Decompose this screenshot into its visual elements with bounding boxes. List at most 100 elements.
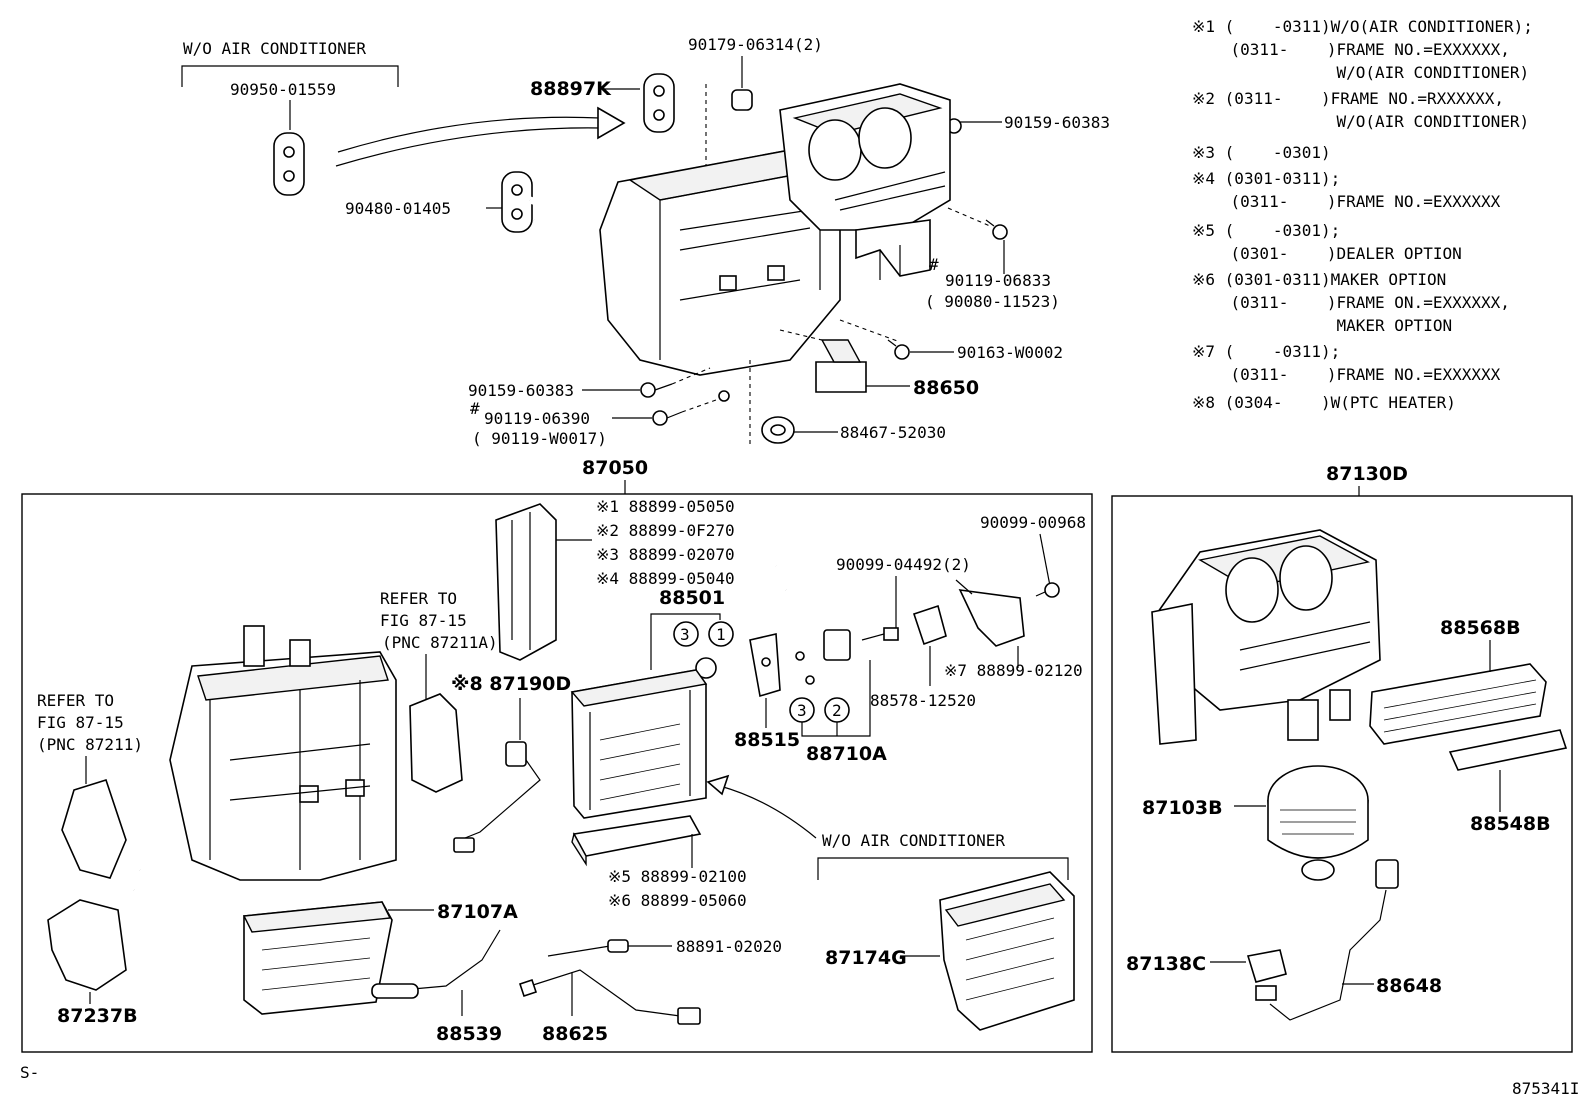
grommet-90480-01405 xyxy=(501,171,533,233)
wo-ac-top-label: W/O AIR CONDITIONER xyxy=(183,39,366,58)
label-s5: ※5 88899-02100 xyxy=(608,867,747,886)
label-87107a: 87107A xyxy=(437,901,518,923)
hash-a: # xyxy=(929,255,939,274)
label-88501: 88501 xyxy=(659,587,725,609)
circle-2: 2 xyxy=(832,701,842,720)
note-line: W/O(AIR CONDITIONER) xyxy=(1192,63,1529,82)
screw-90119-06390 xyxy=(652,410,683,426)
ptc-heater-87190d xyxy=(453,741,541,853)
label-88548b: 88548B xyxy=(1470,813,1551,835)
footer-right-code: 875341I xyxy=(1512,1079,1579,1098)
label-s3: ※3 88899-02070 xyxy=(596,545,735,564)
refer-a-line1: REFER TO xyxy=(380,589,457,608)
note-line: (0301- )DEALER OPTION xyxy=(1192,244,1462,263)
case-87174g xyxy=(939,871,1075,1031)
grommet-88897k xyxy=(643,73,675,133)
bracket-88578-12520 xyxy=(912,604,947,646)
label-88515: 88515 xyxy=(734,729,800,751)
label-90099-04492: 90099-04492(2) xyxy=(836,555,971,574)
label-88710a: 88710A xyxy=(806,743,887,765)
notes-list: ※1 ( -0311)W/O(AIR CONDITIONER); (0311- … xyxy=(1192,17,1533,412)
circle-3a: 3 xyxy=(680,625,690,644)
note-line: ※4 (0301-0311); xyxy=(1192,169,1340,188)
case-half-88899 xyxy=(495,503,557,661)
note-line: W/O(AIR CONDITIONER) xyxy=(1192,112,1529,131)
blower-motor-87103b xyxy=(1267,765,1369,881)
circle-3b: 3 xyxy=(797,701,807,720)
evaporator-88501 xyxy=(570,669,708,819)
screw-90163-w0002 xyxy=(887,339,910,360)
resistor-87138c xyxy=(1246,949,1287,1001)
label-90163-w0002: 90163-W0002 xyxy=(957,343,1063,362)
blower-unit-87130d xyxy=(1151,529,1381,745)
note-line: (0311- )FRAME NO.=EXXXXXX xyxy=(1192,365,1501,384)
screw-90099-00968 xyxy=(1035,582,1060,598)
clip-90179-06314 xyxy=(731,89,753,111)
label-88539: 88539 xyxy=(436,1023,502,1045)
sensor-88891-02020 xyxy=(547,939,629,957)
label-87190d: ※8 87190D xyxy=(451,673,571,695)
expansion-valve-88515 xyxy=(749,633,781,698)
label-88650: 88650 xyxy=(913,377,979,399)
note-line: MAKER OPTION xyxy=(1192,316,1452,335)
label-s6: ※6 88899-05060 xyxy=(608,891,747,910)
label-90119-w0017: ( 90119-W0017) xyxy=(472,429,607,448)
heater-core-87107a xyxy=(132,866,393,1015)
harness-88648 xyxy=(1269,859,1399,1021)
wo-ac-bracket xyxy=(181,65,399,87)
label-88897k: 88897K xyxy=(530,78,612,100)
refer-a-line2: FIG 87-15 xyxy=(380,611,467,630)
label-90159-60383-b: 90159-60383 xyxy=(468,381,574,400)
grommet-88467-52030 xyxy=(761,416,795,444)
label-88578-12520: 88578-12520 xyxy=(870,691,976,710)
sensor-88625 xyxy=(518,969,701,1025)
label-90119-06833: 90119-06833 xyxy=(945,271,1051,290)
hash-b: # xyxy=(470,399,480,418)
note-line: (0311- )FRAME ON.=EXXXXXX, xyxy=(1192,293,1510,312)
label-90099-00968: 90099-00968 xyxy=(980,513,1086,532)
label-88625: 88625 xyxy=(542,1023,608,1045)
label-87174g: 87174G xyxy=(825,947,907,969)
duct-87211a xyxy=(409,693,463,793)
pipe-88710a xyxy=(775,563,853,661)
refer-b-line2: FIG 87-15 xyxy=(37,713,124,732)
label-90159-60383-a: 90159-60383 xyxy=(1004,113,1110,132)
note-line: ※5 ( -0301); xyxy=(1192,221,1340,240)
refer-b-line1: REFER TO xyxy=(37,691,114,710)
label-90179-06314: 90179-06314(2) xyxy=(688,35,823,54)
refer-b-line3: (PNC 87211) xyxy=(37,735,143,754)
note-line: ※2 (0311- )FRAME NO.=RXXXXXX, xyxy=(1192,89,1504,108)
case-cover-88899-02100 xyxy=(571,815,702,867)
bracket-88650 xyxy=(815,339,867,393)
label-s1: ※1 88899-05050 xyxy=(596,497,735,516)
note-line: ※7 ( -0311); xyxy=(1192,342,1340,361)
filter-cover-88548b xyxy=(1448,729,1568,771)
hose-88539 xyxy=(371,929,501,999)
footer-left: S- xyxy=(20,1063,39,1082)
note-line: ※3 ( -0301) xyxy=(1192,143,1331,162)
label-87103b: 87103B xyxy=(1142,797,1223,819)
label-88891-02020: 88891-02020 xyxy=(676,937,782,956)
note-line: ※1 ( -0311)W/O(AIR CONDITIONER); xyxy=(1192,17,1533,36)
wo-ac-mid-arrow xyxy=(719,785,817,839)
note-line: ※8 (0304- )W(PTC HEATER) xyxy=(1192,393,1456,412)
label-87237b: 87237B xyxy=(57,1005,138,1027)
bolt-90099-04492 xyxy=(861,627,899,641)
bracket-88899-02120 xyxy=(955,579,1025,647)
screw-90119-06833 xyxy=(985,219,1008,240)
wo-ac-mid-label: W/O AIR CONDITIONER xyxy=(822,831,1005,850)
label-90480-01405: 90480-01405 xyxy=(345,199,451,218)
screw-90159-60383-b xyxy=(640,382,673,398)
grommet-90950-01559 xyxy=(273,132,305,196)
label-90950-01559: 90950-01559 xyxy=(230,80,336,99)
label-90080-11523: ( 90080-11523) xyxy=(925,292,1060,311)
label-90119-06390: 90119-06390 xyxy=(484,409,590,428)
duct-87211 xyxy=(61,779,127,879)
label-87138c: 87138C xyxy=(1126,953,1206,975)
right-box-frame xyxy=(1111,495,1573,1053)
note-line: (0311- )FRAME NO.=EXXXXXX xyxy=(1192,192,1501,211)
label-88899-02120: ※7 88899-02120 xyxy=(944,661,1083,680)
circle-1: 1 xyxy=(716,625,726,644)
label-s4: ※4 88899-05040 xyxy=(596,569,735,588)
